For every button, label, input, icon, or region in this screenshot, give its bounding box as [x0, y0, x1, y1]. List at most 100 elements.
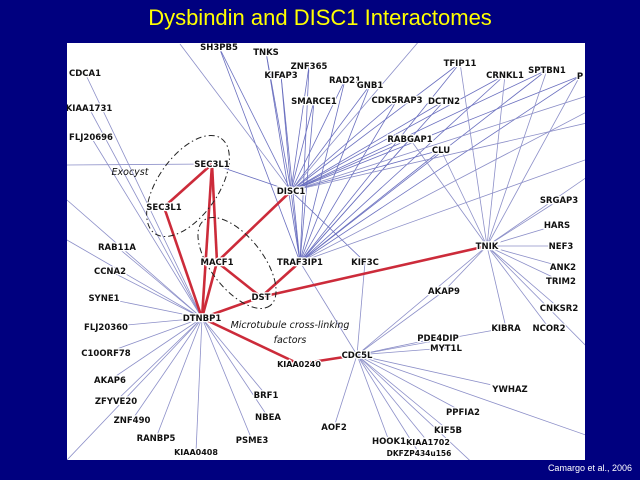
node-label-ccna2: CCNA2 [94, 267, 126, 277]
interaction-edge [218, 46, 301, 263]
interaction-edge [486, 245, 562, 282]
interaction-edge [486, 199, 560, 247]
key-interaction-edge [162, 206, 204, 319]
node-label-clu: CLU [432, 146, 450, 156]
interaction-edge [109, 317, 203, 381]
interaction-edge [299, 149, 442, 263]
node-label-dtnbp1: DTNBP1 [183, 314, 222, 324]
node-label-kifap3: KIFAP3 [264, 71, 297, 81]
interaction-edge [486, 245, 507, 329]
node-label-aof2: AOF2 [321, 423, 347, 433]
interaction-edge [201, 317, 269, 418]
node-label-p: P [577, 72, 583, 82]
key-interaction-edge [210, 163, 219, 263]
node-label-tfip11: TFIP11 [444, 59, 477, 69]
node-label-nef3: NEF3 [549, 242, 574, 252]
interaction-edge [299, 84, 371, 263]
interaction-edge [218, 46, 292, 192]
interaction-edge [299, 65, 310, 263]
microtubule-label: Microtubule cross-linking [231, 320, 350, 331]
key-interaction-edge [200, 163, 214, 319]
key-interaction-edge [260, 244, 488, 299]
node-label-kif3c: KIF3C [351, 258, 379, 268]
interaction-edge [299, 261, 358, 356]
node-label-rad21: RAD21 [329, 76, 361, 86]
interaction-edge [131, 317, 203, 421]
interaction-edge [486, 74, 506, 247]
node-label-sptbn1: SPTBN1 [528, 66, 566, 76]
interaction-edge [280, 74, 301, 263]
key-interaction-edge [163, 163, 213, 208]
interaction-edge [356, 327, 507, 356]
node-label-trim2: TRIM2 [546, 277, 576, 287]
node-label-myt1l: MYT1L [430, 344, 462, 354]
interaction-edge [290, 96, 585, 192]
node-label-kif5b: KIF5B [434, 426, 462, 436]
node-label-crnkl1: CRNKL1 [486, 71, 524, 81]
interaction-edge [195, 317, 203, 453]
interaction-edge [299, 99, 398, 263]
interaction-edge [486, 245, 560, 309]
interaction-edge [486, 245, 585, 346]
interaction-edge [333, 354, 358, 428]
interaction-edge [109, 270, 203, 319]
node-label-c10orf78: C10ORF78 [81, 349, 131, 359]
interaction-edge [299, 69, 548, 263]
node-label-sh3pb5: SH3PB5 [200, 43, 238, 53]
node-label-hook1: HOOK1 [372, 437, 406, 447]
interaction-edge [290, 65, 310, 192]
interaction-edge [179, 43, 292, 192]
interaction-edge [356, 290, 445, 356]
node-label-srgap3: SRGAP3 [540, 196, 578, 206]
node-label-pde4dip: PDE4DIP [417, 334, 458, 344]
interaction-edge [486, 75, 581, 247]
interaction-edge [486, 177, 585, 247]
node-label-dkfzp434o156: DKFZP434u156 [387, 449, 452, 458]
interaction-edge [486, 245, 564, 268]
interaction-edge [356, 354, 464, 413]
interaction-edge [88, 107, 203, 319]
node-label-psme3: PSME3 [236, 436, 269, 446]
interaction-edge [356, 354, 390, 442]
interaction-edge [486, 69, 548, 247]
node-label-hars: HARS [544, 221, 570, 231]
interaction-edge [155, 317, 203, 439]
interaction-edge [290, 100, 315, 192]
interaction-edge [299, 100, 315, 263]
interaction-edge [67, 239, 203, 319]
key-interaction-edge [298, 353, 358, 366]
interaction-edge [201, 317, 267, 396]
interaction-edge [90, 136, 203, 319]
node-label-gnb1: GNB1 [357, 81, 384, 91]
node-label-kiaa1702: KIAA1702 [406, 438, 450, 447]
node-label-traf3ip1: TRAF3IP1 [277, 258, 323, 268]
node-label-cnksr2: CNKSR2 [540, 304, 579, 314]
interaction-edge [356, 354, 429, 443]
interaction-edge [356, 354, 585, 436]
interaction-edge [67, 163, 213, 166]
node-label-ank2: ANK2 [550, 263, 576, 273]
node-label-kiaa1731: KIAA1731 [67, 104, 112, 114]
node-label-kiaa0240: KIAA0240 [277, 360, 321, 369]
citation: Camargo et al., 2006 [547, 463, 632, 473]
node-label-disc1: DISC1 [277, 187, 306, 197]
node-label-tnik: TNIK [476, 242, 499, 252]
interaction-edge [290, 99, 398, 192]
interaction-edge [290, 69, 548, 192]
interaction-edge [290, 190, 366, 263]
node-label-znf365: ZNF365 [291, 62, 328, 72]
interaction-edge [290, 43, 418, 192]
interaction-edge [356, 354, 449, 431]
interaction-edge [299, 138, 411, 263]
microtubule-group-outline [197, 217, 277, 309]
node-label-kiaa0408: KIAA0408 [174, 448, 218, 457]
interaction-edge [290, 62, 461, 192]
interaction-edge [290, 100, 445, 192]
node-label-cdc5l: CDC5L [342, 351, 373, 361]
node-label-dst: DST [252, 293, 271, 303]
interaction-edge [67, 317, 203, 460]
